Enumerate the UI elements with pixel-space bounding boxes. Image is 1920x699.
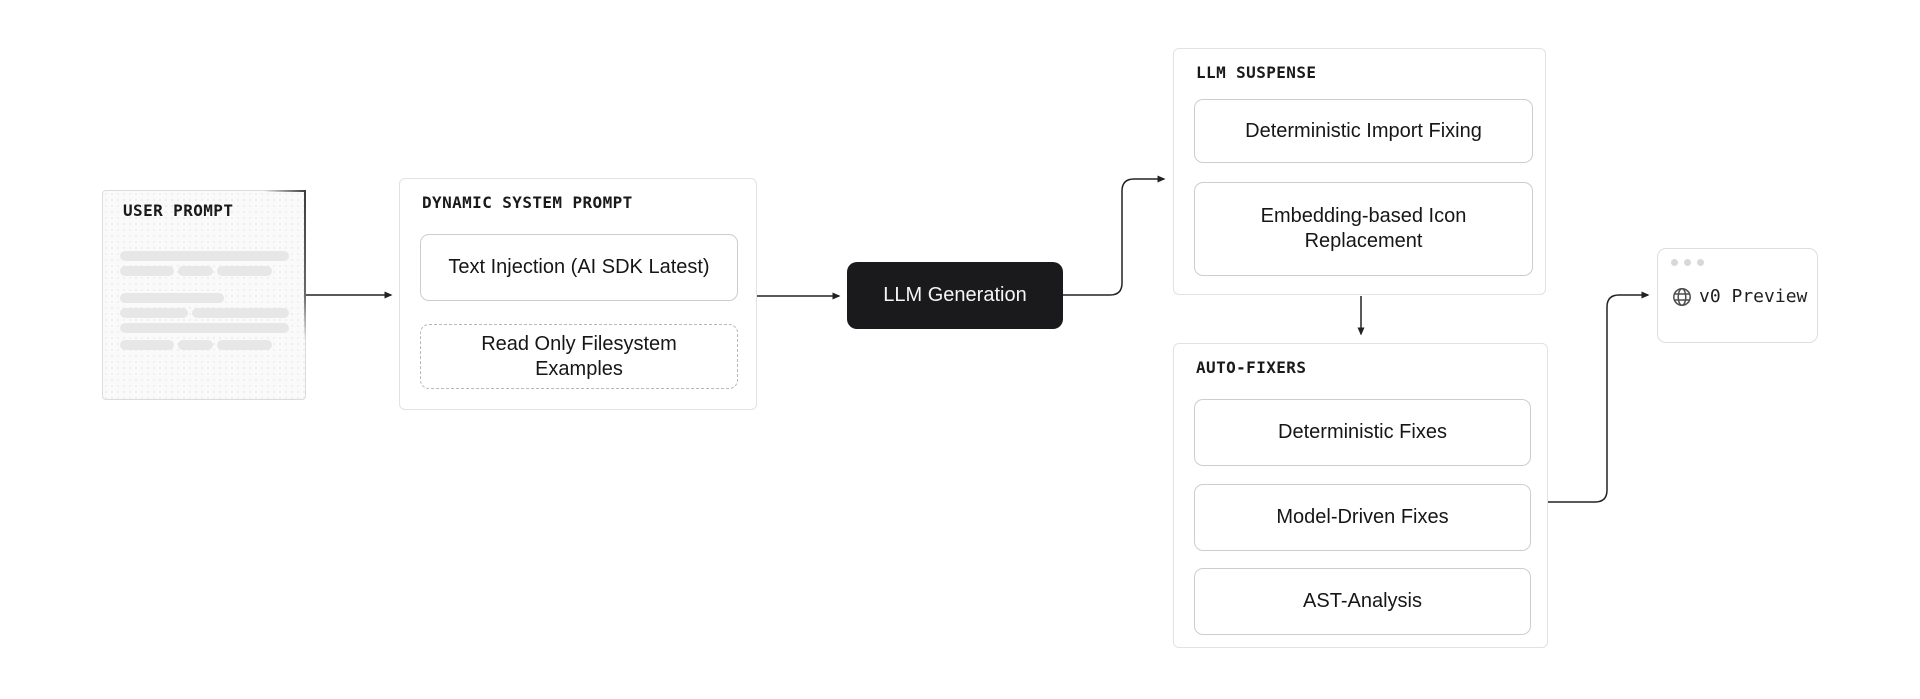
user-prompt-node: USER PROMPT bbox=[102, 190, 306, 400]
v0-preview-node: v0 Preview bbox=[1657, 248, 1818, 343]
step-deterministic-fixes: Deterministic Fixes bbox=[1194, 399, 1531, 466]
skeleton-line bbox=[120, 308, 289, 318]
connector-llm-generation-to-llm-suspense bbox=[1063, 175, 1166, 296]
user-prompt-title: USER PROMPT bbox=[123, 201, 234, 220]
skeleton-line bbox=[120, 340, 289, 350]
auto-fixers-title: AUTO-FIXERS bbox=[1196, 358, 1307, 377]
page-edge-decoration-top bbox=[264, 190, 306, 192]
v0-preview-label: v0 Preview bbox=[1699, 286, 1808, 307]
page-edge-decoration bbox=[304, 190, 306, 340]
skeleton-line bbox=[120, 293, 289, 303]
step-read-only-filesystem-examples: Read Only Filesystem Examples bbox=[420, 324, 738, 389]
step-model-driven-fixes: Model-Driven Fixes bbox=[1194, 484, 1531, 551]
llm-generation-label: LLM Generation bbox=[883, 284, 1027, 306]
llm-suspense-title: LLM SUSPENSE bbox=[1196, 63, 1317, 82]
step-embedding-based-icon-replacement: Embedding-based Icon Replacement bbox=[1194, 182, 1533, 276]
connector-auto-fixers-to-v0-preview bbox=[1548, 291, 1650, 503]
browser-window-dots-icon bbox=[1671, 259, 1704, 266]
step-deterministic-import-fixing: Deterministic Import Fixing bbox=[1194, 99, 1533, 163]
step-text-injection: Text Injection (AI SDK Latest) bbox=[420, 234, 738, 301]
skeleton-line bbox=[120, 251, 289, 261]
auto-fixers-node: AUTO-FIXERS Deterministic Fixes Model-Dr… bbox=[1173, 343, 1548, 648]
dynamic-system-prompt-node: DYNAMIC SYSTEM PROMPT Text Injection (AI… bbox=[399, 178, 757, 410]
skeleton-line bbox=[120, 266, 289, 276]
llm-generation-node: LLM Generation bbox=[847, 262, 1063, 329]
llm-suspense-node: LLM SUSPENSE Deterministic Import Fixing… bbox=[1173, 48, 1546, 295]
skeleton-line bbox=[120, 323, 289, 333]
globe-icon bbox=[1672, 287, 1692, 307]
step-ast-analysis: AST-Analysis bbox=[1194, 568, 1531, 635]
dynamic-system-prompt-title: DYNAMIC SYSTEM PROMPT bbox=[422, 193, 633, 212]
